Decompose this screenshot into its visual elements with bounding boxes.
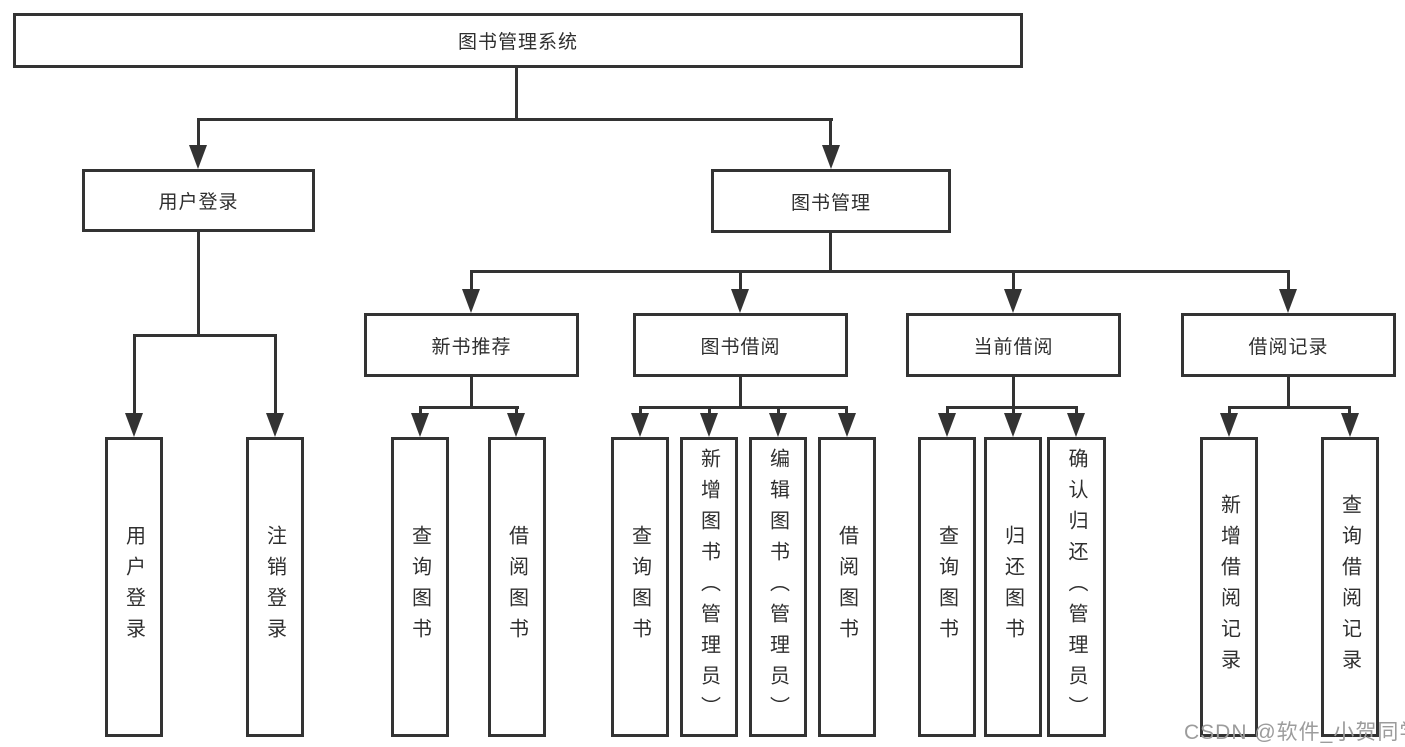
connector-stem — [946, 406, 949, 416]
node-label: 用户登录 — [122, 525, 145, 649]
arrow-down-icon — [700, 413, 718, 437]
leaf-add-borrow-record: 新增借阅记录 — [1200, 437, 1258, 737]
connector-stem — [1348, 406, 1351, 416]
node-label: 用户登录 — [158, 192, 239, 213]
node-label: 图书管理系统 — [457, 32, 578, 53]
connector-bar — [133, 334, 277, 337]
connector-level2-bar — [197, 118, 833, 121]
connector-stem — [197, 231, 200, 337]
connector-stem — [708, 406, 711, 416]
arrow-down-icon — [125, 413, 143, 437]
node-label: 图书借阅 — [700, 336, 781, 358]
node-label: 查询图书 — [935, 525, 958, 649]
csdn-watermark: CSDN @软件_小贺同学 — [1184, 721, 1405, 744]
arrow-down-icon — [189, 145, 207, 169]
arrow-down-icon — [411, 413, 429, 437]
node-label: 编辑图书（管理员） — [766, 447, 789, 727]
connector-bar — [419, 406, 519, 409]
arrow-down-icon — [731, 289, 749, 313]
node-label: 借阅图书 — [505, 525, 528, 649]
node-new-book-recommend: 新书推荐 — [364, 313, 579, 377]
connector-stem — [197, 118, 200, 148]
arrow-down-icon — [1220, 413, 1238, 437]
connector-stem — [274, 334, 277, 414]
node-borrowing-records: 借阅记录 — [1181, 313, 1396, 377]
leaf-add-book-admin: 新增图书（管理员） — [680, 437, 738, 737]
leaf-query-books-current: 查询图书 — [918, 437, 976, 737]
arrow-down-icon — [1004, 413, 1022, 437]
connector-stem — [1228, 406, 1231, 416]
connector-stem — [739, 270, 742, 292]
leaf-confirm-return-admin: 确认归还（管理员） — [1047, 437, 1106, 737]
connector-stem — [419, 406, 422, 416]
connector-stem — [739, 376, 742, 408]
node-label: 新增图书（管理员） — [697, 447, 720, 727]
node-label: 借阅记录 — [1248, 336, 1329, 358]
connector-stem — [1287, 376, 1290, 408]
arrow-down-icon — [1279, 289, 1297, 313]
connector-stem — [1012, 376, 1015, 408]
connector-stem — [777, 406, 780, 416]
node-current-borrowing: 当前借阅 — [906, 313, 1121, 377]
leaf-borrow-books-borrowing: 借阅图书 — [818, 437, 876, 737]
leaf-query-books-recommend: 查询图书 — [391, 437, 449, 737]
connector-root-stem — [515, 68, 518, 118]
node-label: 图书管理 — [790, 192, 871, 214]
node-label: 新增借阅记录 — [1217, 494, 1240, 680]
connector-stem — [133, 334, 136, 414]
arrow-down-icon — [822, 145, 840, 169]
arrow-down-icon — [769, 413, 787, 437]
node-label: 查询图书 — [408, 525, 431, 649]
node-label: 查询图书 — [628, 525, 651, 649]
arrow-down-icon — [938, 413, 956, 437]
connector-stem — [1012, 406, 1015, 416]
arrow-down-icon — [507, 413, 525, 437]
node-label: 当前借阅 — [973, 336, 1054, 358]
node-library-system: 图书管理系统 — [13, 13, 1023, 68]
connector-stem — [470, 376, 473, 408]
node-user-login: 用户登录 — [82, 169, 315, 232]
leaf-user-login: 用户登录 — [105, 437, 163, 737]
node-label: 确认归还（管理员） — [1065, 447, 1087, 727]
node-label: 查询借阅记录 — [1338, 494, 1361, 680]
arrow-down-icon — [462, 289, 480, 313]
leaf-edit-book-admin: 编辑图书（管理员） — [749, 437, 807, 737]
leaf-query-books-borrowing: 查询图书 — [611, 437, 669, 737]
leaf-borrow-books-recommend: 借阅图书 — [488, 437, 546, 737]
arrow-down-icon — [1004, 289, 1022, 313]
arrow-down-icon — [631, 413, 649, 437]
connector-stem — [845, 406, 848, 416]
leaf-query-borrow-record: 查询借阅记录 — [1321, 437, 1379, 737]
leaf-logout: 注销登录 — [246, 437, 304, 737]
connector-stem — [515, 406, 518, 416]
arrow-down-icon — [266, 413, 284, 437]
connector-stem — [829, 232, 832, 272]
arrow-down-icon — [1341, 413, 1359, 437]
connector-stem — [1012, 270, 1015, 292]
node-book-management: 图书管理 — [711, 169, 951, 233]
node-book-borrowing: 图书借阅 — [633, 313, 848, 377]
connector-stem — [639, 406, 642, 416]
node-label: 归还图书 — [1001, 525, 1024, 649]
node-label: 注销登录 — [263, 525, 286, 649]
arrow-down-icon — [838, 413, 856, 437]
leaf-return-books: 归还图书 — [984, 437, 1042, 737]
node-label: 借阅图书 — [835, 525, 858, 649]
connector-level3-bar — [470, 270, 1290, 273]
connector-stem — [1287, 270, 1290, 292]
connector-bar — [639, 406, 847, 409]
connector-bar — [1228, 406, 1351, 409]
node-label: 新书推荐 — [431, 336, 512, 358]
connector-stem — [470, 270, 473, 292]
arrow-down-icon — [1067, 413, 1085, 437]
connector-stem — [1075, 406, 1078, 416]
connector-stem — [829, 118, 832, 148]
